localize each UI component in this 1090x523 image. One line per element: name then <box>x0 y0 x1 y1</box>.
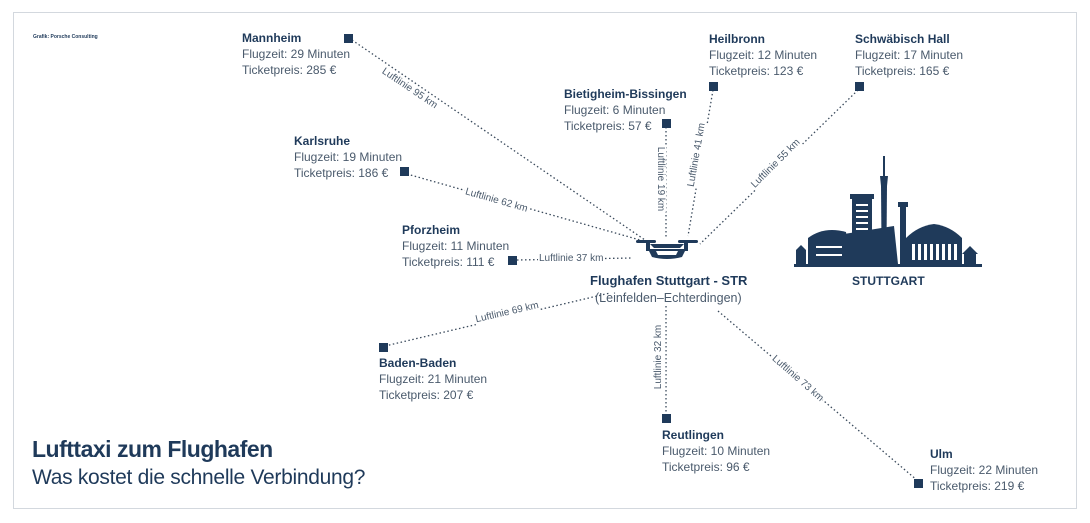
marker-pforzheim[interactable] <box>508 256 517 265</box>
city-schwaebisch-hall: Schwäbisch Hall Flugzeit: 17 Minuten Tic… <box>855 31 963 79</box>
flight-time: Flugzeit: 17 Minuten <box>855 48 964 62</box>
distance-bietigheim: Luftlinie 19 km <box>654 145 667 213</box>
city-name: Baden-Baden <box>379 356 457 370</box>
city-bietigheim: Bietigheim-Bissingen Flugzeit: 6 Minuten… <box>564 86 687 134</box>
ticket-price: Ticketpreis: 285 € <box>242 63 337 77</box>
flight-time: Flugzeit: 11 Minuten <box>402 239 510 253</box>
flight-time: Flugzeit: 21 Minuten <box>379 372 488 386</box>
city-name: Schwäbisch Hall <box>855 32 950 46</box>
line-schwaebisch-hall <box>699 89 859 245</box>
city-name: Bietigheim-Bissingen <box>564 87 687 101</box>
flight-time: Flugzeit: 19 Minuten <box>294 150 403 164</box>
city-name: Mannheim <box>242 31 302 45</box>
city-name: Heilbronn <box>709 32 765 46</box>
line-heilbronn <box>687 89 714 237</box>
marker-baden-baden[interactable] <box>379 343 388 352</box>
flight-time: Flugzeit: 10 Minuten <box>662 444 771 458</box>
city-karlsruhe: Karlsruhe Flugzeit: 19 Minuten Ticketpre… <box>294 133 402 181</box>
city-pforzheim: Pforzheim Flugzeit: 11 Minuten Ticketpre… <box>402 222 509 270</box>
ticket-price: Ticketpreis: 165 € <box>855 64 950 78</box>
frame-border <box>13 12 1077 509</box>
city-mannheim: Mannheim Flugzeit: 29 Minuten Ticketprei… <box>242 30 350 78</box>
skyline-label: STUTTGART <box>852 274 925 288</box>
city-name: Karlsruhe <box>294 134 351 148</box>
flight-time: Flugzeit: 6 Minuten <box>564 103 666 117</box>
city-name: Ulm <box>930 447 953 461</box>
flight-time: Flugzeit: 29 Minuten <box>242 47 351 61</box>
ticket-price: Ticketpreis: 96 € <box>662 460 750 474</box>
city-baden-baden: Baden-Baden Flugzeit: 21 Minuten Ticketp… <box>379 355 487 403</box>
distance-pforzheim: Luftlinie 37 km <box>538 253 605 265</box>
marker-ulm[interactable] <box>914 479 923 488</box>
page-title: Lufttaxi zum Flughafen <box>32 436 273 462</box>
ticket-price: Ticketpreis: 123 € <box>709 64 804 78</box>
marker-bietigheim[interactable] <box>662 119 671 128</box>
page-subtitle: Was kostet die schnelle Verbindung? <box>32 466 366 489</box>
distance-reutlingen: Luftlinie 32 km <box>653 323 666 391</box>
line-baden-baden <box>384 292 611 347</box>
ticket-price: Ticketpreis: 219 € <box>930 479 1025 493</box>
credit: Grafik: Porsche Consulting <box>33 34 98 40</box>
marker-heilbronn[interactable] <box>709 82 718 91</box>
ticket-price: Ticketpreis: 57 € <box>564 119 652 133</box>
ticket-price: Ticketpreis: 111 € <box>402 255 495 269</box>
marker-karlsruhe[interactable] <box>400 167 409 176</box>
line-mannheim <box>351 39 646 241</box>
flight-time: Flugzeit: 22 Minuten <box>930 463 1039 477</box>
marker-reutlingen[interactable] <box>662 414 671 423</box>
city-ulm: Ulm Flugzeit: 22 Minuten Ticketpreis: 21… <box>930 446 1038 494</box>
city-reutlingen: Reutlingen Flugzeit: 10 Minuten Ticketpr… <box>662 427 770 475</box>
flight-time: Flugzeit: 12 Minuten <box>709 48 818 62</box>
ticket-price: Ticketpreis: 186 € <box>294 166 389 180</box>
ticket-price: Ticketpreis: 207 € <box>379 388 474 402</box>
city-name: Reutlingen <box>662 428 724 442</box>
city-heilbronn: Heilbronn Flugzeit: 12 Minuten Ticketpre… <box>709 31 817 79</box>
hub-name: Flughafen Stuttgart - STR <box>590 273 748 288</box>
marker-schwaebisch-hall[interactable] <box>855 82 864 91</box>
marker-mannheim[interactable] <box>344 34 353 43</box>
hub-location: (Leinfelden–Echterdingen) <box>595 291 742 305</box>
stuttgart-skyline-icon <box>794 156 982 267</box>
air-taxi-icon <box>636 240 698 259</box>
city-name: Pforzheim <box>402 223 461 237</box>
